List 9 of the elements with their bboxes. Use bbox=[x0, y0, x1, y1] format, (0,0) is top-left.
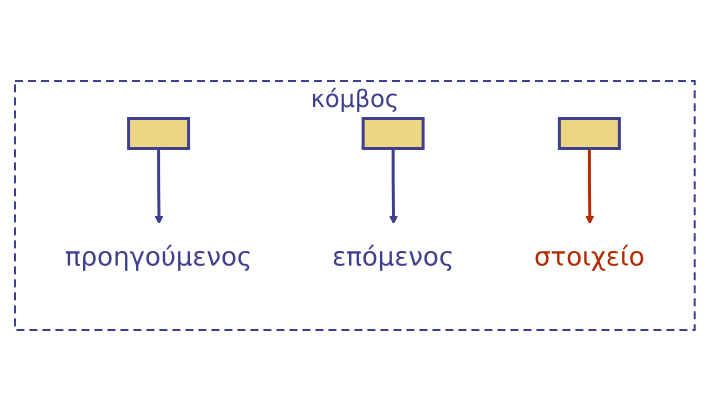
node-box bbox=[558, 116, 621, 150]
arrow bbox=[585, 148, 594, 224]
arrow bbox=[154, 148, 164, 224]
node-box bbox=[361, 116, 424, 150]
arrow bbox=[388, 148, 398, 224]
node-text: επόμενος bbox=[332, 242, 454, 272]
node-box bbox=[126, 116, 190, 150]
node-text: στοιχείο bbox=[534, 242, 644, 272]
node-text: προηγούμενος bbox=[64, 242, 252, 272]
